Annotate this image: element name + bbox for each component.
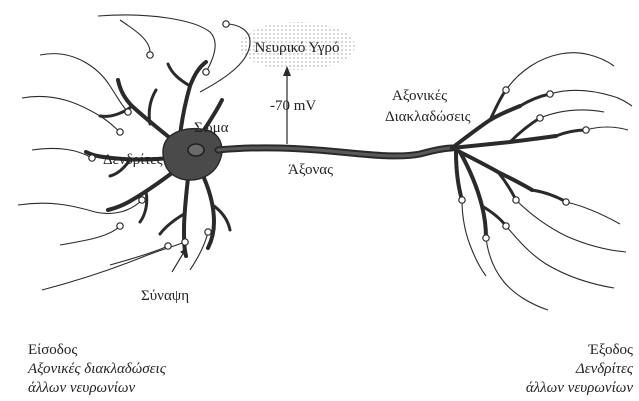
output-fibres <box>462 53 632 310</box>
soma-label: Σώμα <box>194 120 229 136</box>
output-caption-line3: άλλων νευρωνίων <box>526 379 633 398</box>
synapse-arrow <box>172 248 186 272</box>
synapse-label: Σύναψη <box>141 288 189 304</box>
axon-branches-label-2: Διακλαδώσεις <box>385 109 471 125</box>
output-caption: Έξοδος Δενδρίτες άλλων νευρωνίων <box>526 341 633 398</box>
potential-label: -70 mV <box>270 98 316 114</box>
axon-branches-label-1: Αξονικές <box>392 88 447 104</box>
axon <box>218 148 452 156</box>
axon-terminal-branches <box>452 90 586 238</box>
terminal-knobs <box>459 87 589 241</box>
input-caption-line3: άλλων νευρωνίων <box>28 379 166 398</box>
input-caption-title: Είσοδος <box>28 341 166 360</box>
dendrites-label: Δενδρίτες <box>103 152 163 168</box>
output-caption-line2: Δενδρίτες <box>526 360 633 379</box>
output-caption-title: Έξοδος <box>526 341 633 360</box>
input-caption: Είσοδος Αξονικές διακλαδώσεις άλλων νευρ… <box>28 341 166 398</box>
axon-label: Άξονας <box>288 162 333 178</box>
fluid-label: Νευρικό Υγρό <box>255 40 340 56</box>
input-caption-line2: Αξονικές διακλαδώσεις <box>28 360 166 379</box>
soma-body <box>163 129 222 180</box>
